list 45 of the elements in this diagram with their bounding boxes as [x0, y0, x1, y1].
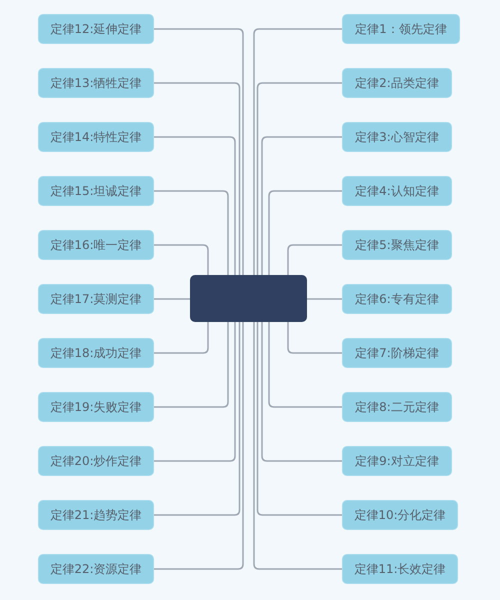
connector-line: [154, 82, 240, 275]
law-box: 定律10:分化定律: [342, 500, 458, 530]
connector-line: [154, 322, 229, 408]
connector-line: [154, 28, 244, 275]
law-box: 定律16:唯一定律: [38, 230, 154, 260]
law-box: 定律11:长效定律: [342, 554, 458, 584]
connector-line: [256, 82, 342, 275]
law-box: 定律17:莫测定律: [38, 284, 154, 314]
connector-line: [154, 322, 209, 354]
connector-line: [287, 244, 342, 275]
connector-line: [154, 136, 236, 275]
law-box: 定律21:趋势定律: [38, 500, 154, 530]
law-box: 定律3:心智定律: [342, 122, 452, 152]
connector-line: [268, 190, 342, 275]
law-box: 定律2:品类定律: [342, 68, 452, 98]
law-box: 定律1：领先定律: [342, 14, 460, 44]
law-box: 定律9:对立定律: [342, 446, 452, 476]
law-box: 定律20:炒作定律: [38, 446, 154, 476]
connector-line: [154, 190, 229, 275]
law-box: 定律5:聚焦定律: [342, 230, 452, 260]
connector-line: [154, 322, 240, 516]
law-box: 定律12:延伸定律: [38, 14, 154, 44]
connector-line: [253, 28, 342, 275]
law-box: 定律14:特性定律: [38, 122, 154, 152]
law-box: 定律6:专有定律: [342, 284, 452, 314]
connector-line: [261, 322, 342, 462]
law-box: 定律15:坦诚定律: [38, 176, 154, 206]
law-box: 定律22:资源定律: [38, 554, 154, 584]
hub-box: [190, 275, 307, 322]
connector-line: [154, 244, 209, 275]
connector-line: [154, 322, 244, 570]
law-box: 定律13:牺牲定律: [38, 68, 154, 98]
law-box: 定律8:二元定律: [342, 392, 452, 422]
connector-line: [154, 322, 236, 462]
law-box: 定律4:认知定律: [342, 176, 452, 206]
law-box: 定律18:成功定律: [38, 338, 154, 368]
connector-line: [287, 322, 342, 354]
law-box: 定律19:失败定律: [38, 392, 154, 422]
connector-line: [154, 298, 190, 300]
connector-line: [256, 322, 342, 516]
connector-line: [253, 322, 342, 570]
connector-line: [307, 298, 342, 300]
connector-line: [261, 136, 342, 275]
connector-line: [268, 322, 342, 408]
law-box: 定律7:阶梯定律: [342, 338, 452, 368]
